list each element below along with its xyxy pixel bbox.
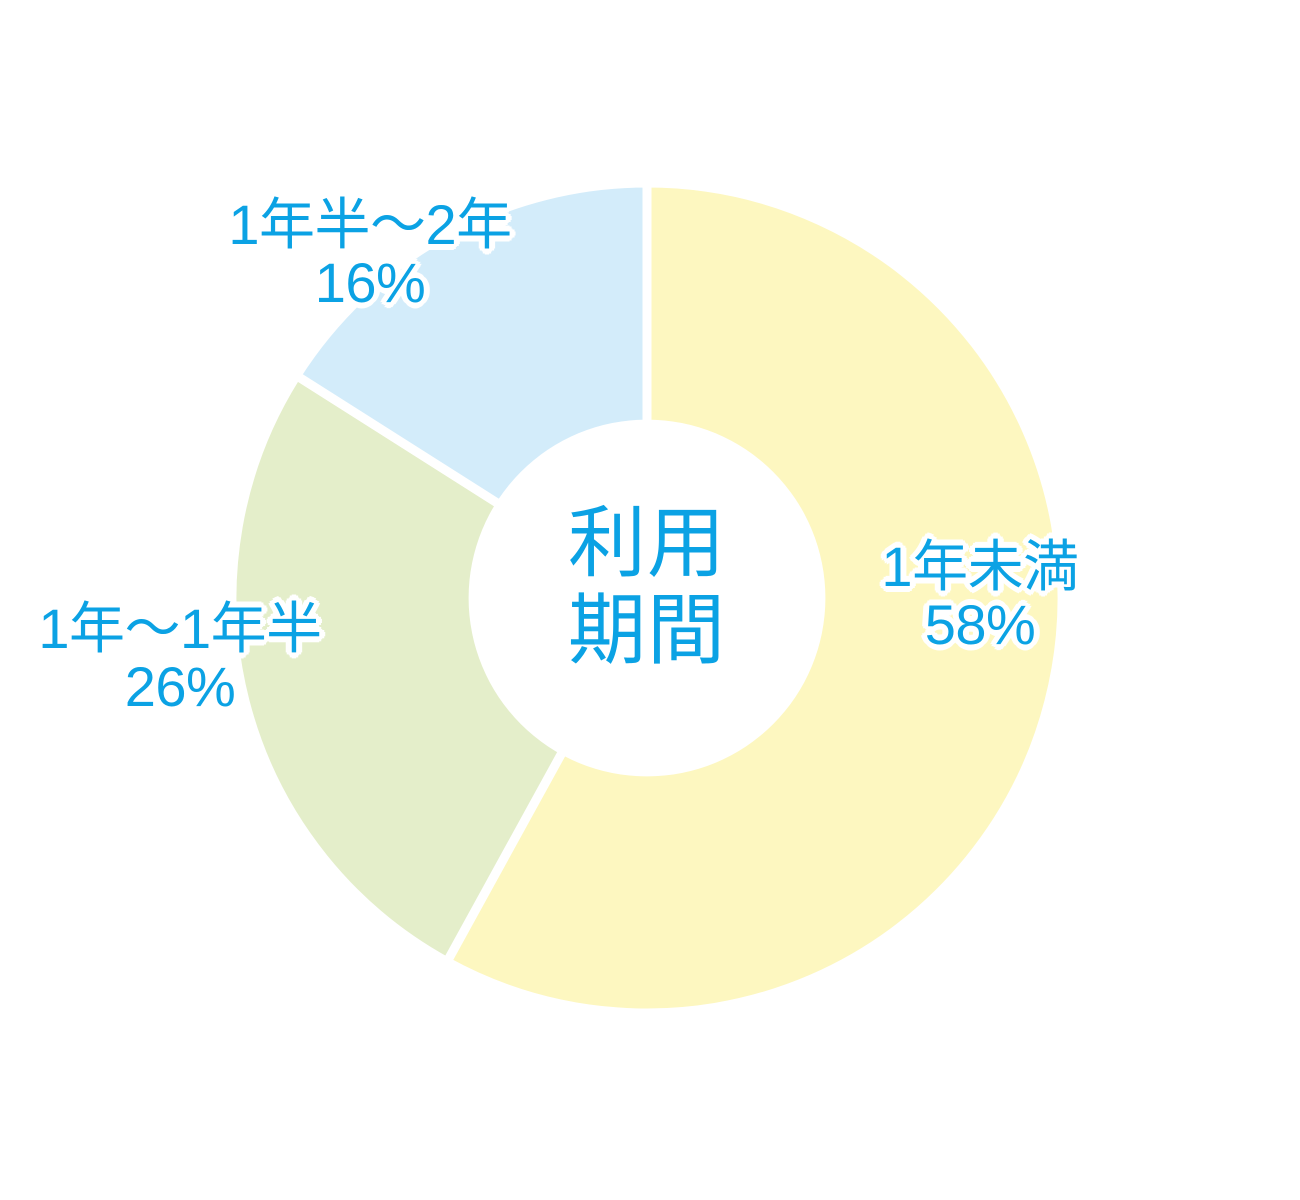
donut-center-label-line1: 利用 — [567, 499, 726, 587]
donut-center-label: 利用 期間 — [467, 499, 827, 675]
pie-slice-1-to-1point5-years[interactable] — [227, 371, 652, 967]
slice-label-under-1-year-percent: 58% — [924, 593, 1036, 657]
slice-label-1-to-1point5-years: 1年〜1年半 26% — [0, 597, 370, 719]
slice-label-under-1-year-name: 1年未満 — [881, 535, 1079, 598]
slice-label-under-1-year: 1年未満 58% — [790, 535, 1170, 657]
slice-label-1-to-1point5-years-percent: 26% — [124, 655, 236, 719]
donut-center-label-line2: 期間 — [567, 586, 726, 675]
slice-label-1point5-to-2-years-name: 1年半〜2年 — [228, 193, 512, 256]
slice-label-1point5-to-2-years: 1年半〜2年 16% — [180, 193, 560, 315]
donut-hole — [468, 419, 826, 777]
slice-label-1-to-1point5-years-name: 1年〜1年半 — [38, 597, 322, 660]
slice-label-1point5-to-2-years-percent: 16% — [314, 251, 426, 315]
